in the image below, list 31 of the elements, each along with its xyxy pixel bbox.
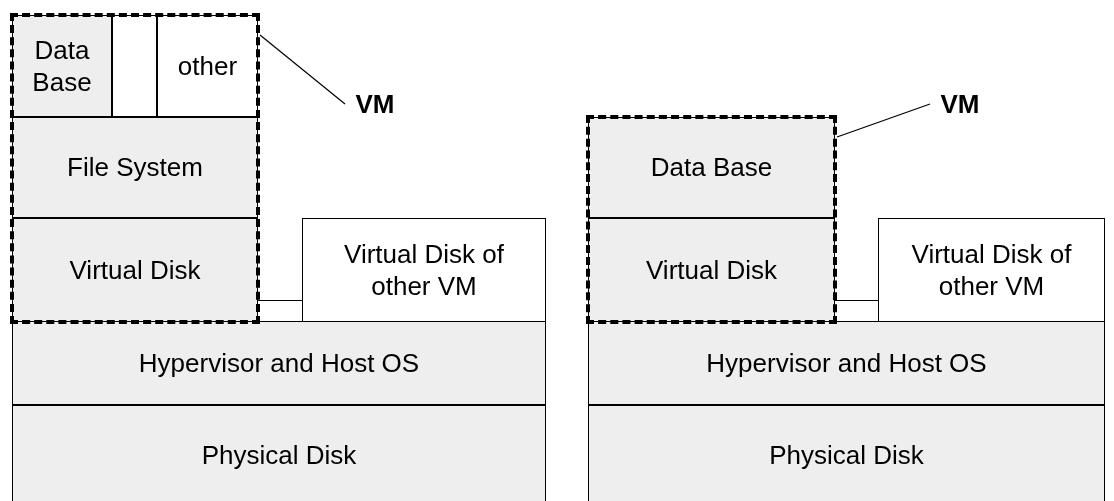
layer-box <box>588 117 835 218</box>
vm-label: VM <box>345 85 405 123</box>
vm-boundary <box>12 15 258 322</box>
layer-box <box>588 321 1105 405</box>
layer-label: Virtual Disk <box>646 253 777 287</box>
layer-label: Data Base <box>31 33 93 99</box>
layer-box <box>12 321 546 405</box>
layer-box <box>12 117 258 218</box>
layer-label: Virtual Disk of other VM <box>343 237 505 303</box>
layer-box <box>588 218 835 322</box>
layer-box <box>12 405 546 501</box>
layer-label: Physical Disk <box>769 438 924 472</box>
layer-label: Hypervisor and Host OS <box>138 346 420 380</box>
layer-box <box>878 218 1105 322</box>
leader-line <box>259 34 346 105</box>
leader-line <box>836 103 931 138</box>
empty-layer-box <box>112 15 157 117</box>
layer-box <box>302 218 546 322</box>
layer-box <box>588 405 1105 501</box>
vm-boundary <box>588 117 835 322</box>
vm-label: VM <box>930 85 990 123</box>
layer-label: Physical Disk <box>201 438 357 472</box>
layer-label: Hypervisor and Host OS <box>706 346 987 380</box>
layer-label: Data Base <box>650 151 773 184</box>
layer-box <box>12 218 258 322</box>
layer-box <box>12 15 112 117</box>
layer-label: Virtual Disk of other VM <box>910 237 1073 303</box>
layer-label: File System <box>67 151 203 184</box>
layer-label: other <box>177 49 238 83</box>
layer-label: Virtual Disk <box>69 253 201 287</box>
layer-box <box>157 15 258 117</box>
